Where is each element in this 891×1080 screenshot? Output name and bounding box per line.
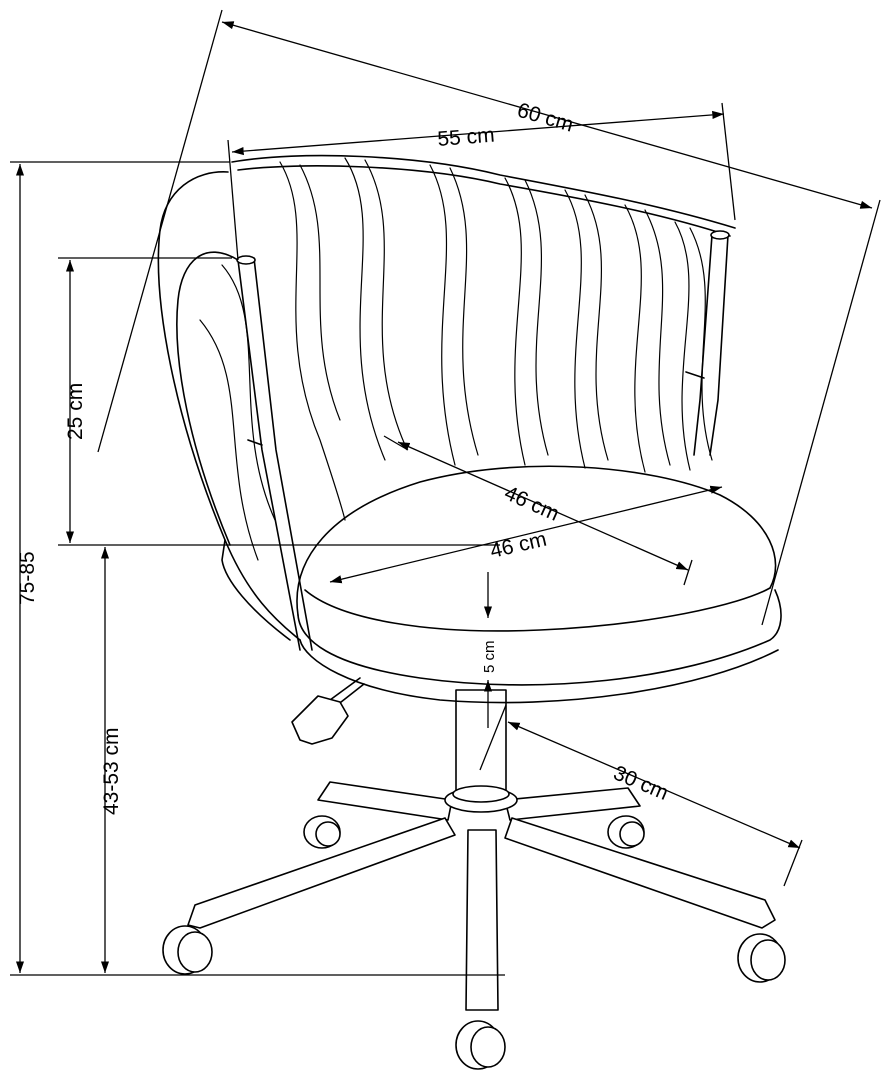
label-total-height: 75-85 xyxy=(16,551,39,605)
label-width-outer: 60 cm xyxy=(515,99,576,137)
label-back-height: 25 cm xyxy=(64,383,87,440)
base-legs xyxy=(187,781,776,1011)
dim-line-seat-width xyxy=(329,485,723,584)
chair-illustration xyxy=(157,154,786,1070)
label-seat-depth: 46 cm xyxy=(501,482,563,526)
dimension-lines xyxy=(10,9,881,976)
gas-column xyxy=(444,689,518,813)
backrest xyxy=(157,154,736,651)
dim-line-width-inner xyxy=(231,110,725,156)
label-seat-thickness: 5 cm xyxy=(481,640,498,673)
dim-line-base-radius xyxy=(507,721,801,849)
label-width-inner: 55 cm xyxy=(437,124,496,151)
label-seat-width: 46 cm xyxy=(488,528,549,563)
height-lever xyxy=(291,677,365,745)
label-seat-height: 43-53 cm xyxy=(100,727,123,815)
